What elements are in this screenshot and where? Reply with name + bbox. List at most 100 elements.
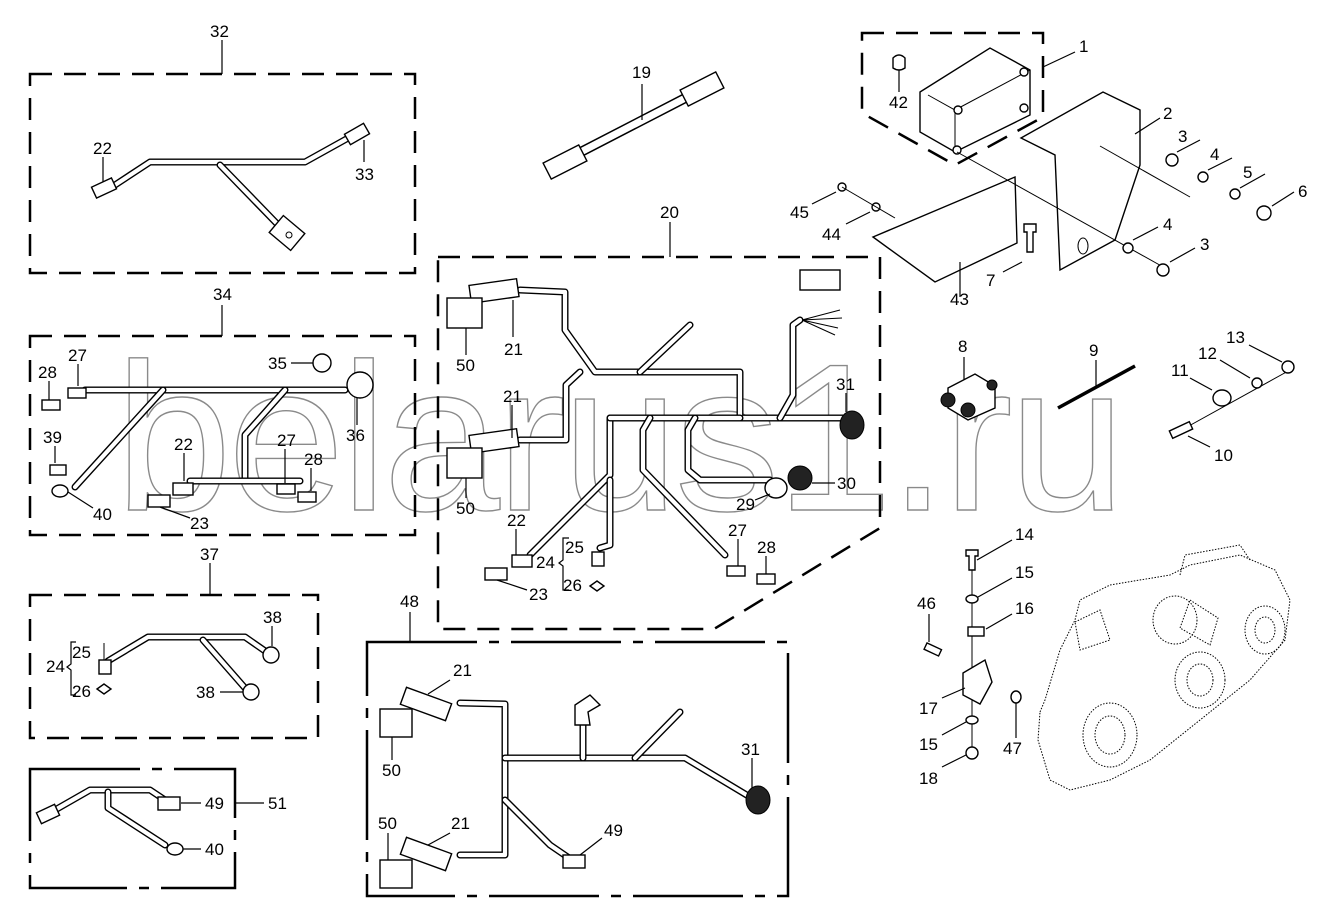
nut-18-icon [965,746,979,760]
connector-40-icon [166,842,184,856]
callout-32[interactable]: 32 [210,22,229,41]
callout-10[interactable]: 10 [1214,446,1233,465]
callout-4[interactable]: 4 [1163,215,1172,234]
callout-24[interactable]: 24 [46,657,65,676]
callout-27[interactable]: 27 [68,346,87,365]
callout-18[interactable]: 18 [919,769,938,788]
washer-5-icon [1229,188,1241,200]
callout-19[interactable]: 19 [632,63,651,82]
callout-25[interactable]: 25 [72,643,91,662]
callout-15[interactable]: 15 [1015,563,1034,582]
assembly-32: 32 22 33 [28,22,417,275]
callout-49[interactable]: 49 [205,794,224,813]
connector-49-icon [562,854,586,869]
callout-21[interactable]: 21 [503,387,522,406]
washer-15-icon [965,594,979,604]
connector-21-icon [399,686,453,722]
callout-5[interactable]: 5 [1243,163,1252,182]
callout-50[interactable]: 50 [378,814,397,833]
connector-27-icon [276,483,296,495]
callout-7[interactable]: 7 [986,271,995,290]
callout-49[interactable]: 49 [604,821,623,840]
washer-4-icon [1122,242,1134,254]
callout-27[interactable]: 27 [728,521,747,540]
callout-50[interactable]: 50 [456,356,475,375]
connector-50-icon [379,708,413,738]
callout-38[interactable]: 38 [263,608,282,627]
part-19-cable: 19 [542,63,725,181]
callout-20[interactable]: 20 [660,203,679,222]
callout-11[interactable]: 11 [1171,361,1189,380]
callout-28[interactable]: 28 [304,450,323,469]
callout-35[interactable]: 35 [268,354,287,373]
callout-4[interactable]: 4 [1210,145,1219,164]
callout-21[interactable]: 21 [504,340,523,359]
callout-31[interactable]: 31 [741,740,760,759]
callout-24[interactable]: 24 [536,553,555,572]
connector-28-icon [297,491,317,503]
callout-48[interactable]: 48 [400,592,419,611]
callout-23[interactable]: 23 [529,585,548,604]
callout-43[interactable]: 43 [950,290,969,309]
callout-2[interactable]: 2 [1163,104,1172,123]
callout-22[interactable]: 22 [174,435,193,454]
callout-26[interactable]: 26 [72,682,91,701]
callout-38[interactable]: 38 [196,683,215,702]
callout-15[interactable]: 15 [919,735,938,754]
callout-40[interactable]: 40 [205,840,224,859]
callout-3[interactable]: 3 [1178,127,1187,146]
callout-40[interactable]: 40 [93,505,112,524]
connector-27-icon [67,387,87,399]
assembly-51-frame [28,767,237,890]
callout-30[interactable]: 30 [837,474,856,493]
callout-3[interactable]: 3 [1200,235,1209,254]
callout-44[interactable]: 44 [822,225,841,244]
callout-14[interactable]: 14 [1015,525,1034,544]
callout-21[interactable]: 21 [451,814,470,833]
callout-27[interactable]: 27 [277,431,296,450]
clamp-24-icon [591,551,605,567]
assembly-48-frame [365,640,790,898]
callout-9[interactable]: 9 [1089,341,1098,360]
callout-33[interactable]: 33 [355,165,374,184]
socket-30-icon [787,465,813,491]
callout-21[interactable]: 21 [453,661,472,680]
callout-6[interactable]: 6 [1298,182,1307,201]
callout-46[interactable]: 46 [917,594,936,613]
callout-39[interactable]: 39 [43,428,62,447]
callout-12[interactable]: 12 [1198,344,1217,363]
callout-22[interactable]: 22 [507,511,526,530]
callout-51[interactable]: 51 [268,794,287,813]
clamp-24-icon [98,659,112,675]
fittings-group: 8 9 11 12 13 10 [940,328,1295,465]
callout-23[interactable]: 23 [190,514,209,533]
assembly-1-frame [860,31,1045,167]
callout-31[interactable]: 31 [836,375,855,394]
connector-plug-icon [799,269,841,291]
connector-21-icon [399,836,453,872]
connector-21-icon [468,277,520,305]
callout-25[interactable]: 25 [565,538,584,557]
callout-22[interactable]: 22 [93,139,112,158]
callout-47[interactable]: 47 [1003,739,1022,758]
callout-34[interactable]: 34 [213,285,232,304]
callout-28[interactable]: 28 [38,363,57,382]
callout-26[interactable]: 26 [563,576,582,595]
callout-37[interactable]: 37 [200,545,219,564]
callout-29[interactable]: 29 [736,495,755,514]
callout-1[interactable]: 1 [1079,37,1088,56]
callout-45[interactable]: 45 [790,203,809,222]
callout-36[interactable]: 36 [346,426,365,445]
plug-38-icon [242,683,260,701]
callout-17[interactable]: 17 [919,699,938,718]
callout-13[interactable]: 13 [1226,328,1245,347]
callout-28[interactable]: 28 [757,538,776,557]
assembly-37-frame [28,593,320,740]
callout-42[interactable]: 42 [889,93,908,112]
callout-8[interactable]: 8 [958,337,967,356]
callout-16[interactable]: 16 [1015,599,1034,618]
watermark: belarus1.ru [115,320,1122,555]
callout-50[interactable]: 50 [382,761,401,780]
cap-6-icon [1256,205,1272,221]
callout-50[interactable]: 50 [456,499,475,518]
